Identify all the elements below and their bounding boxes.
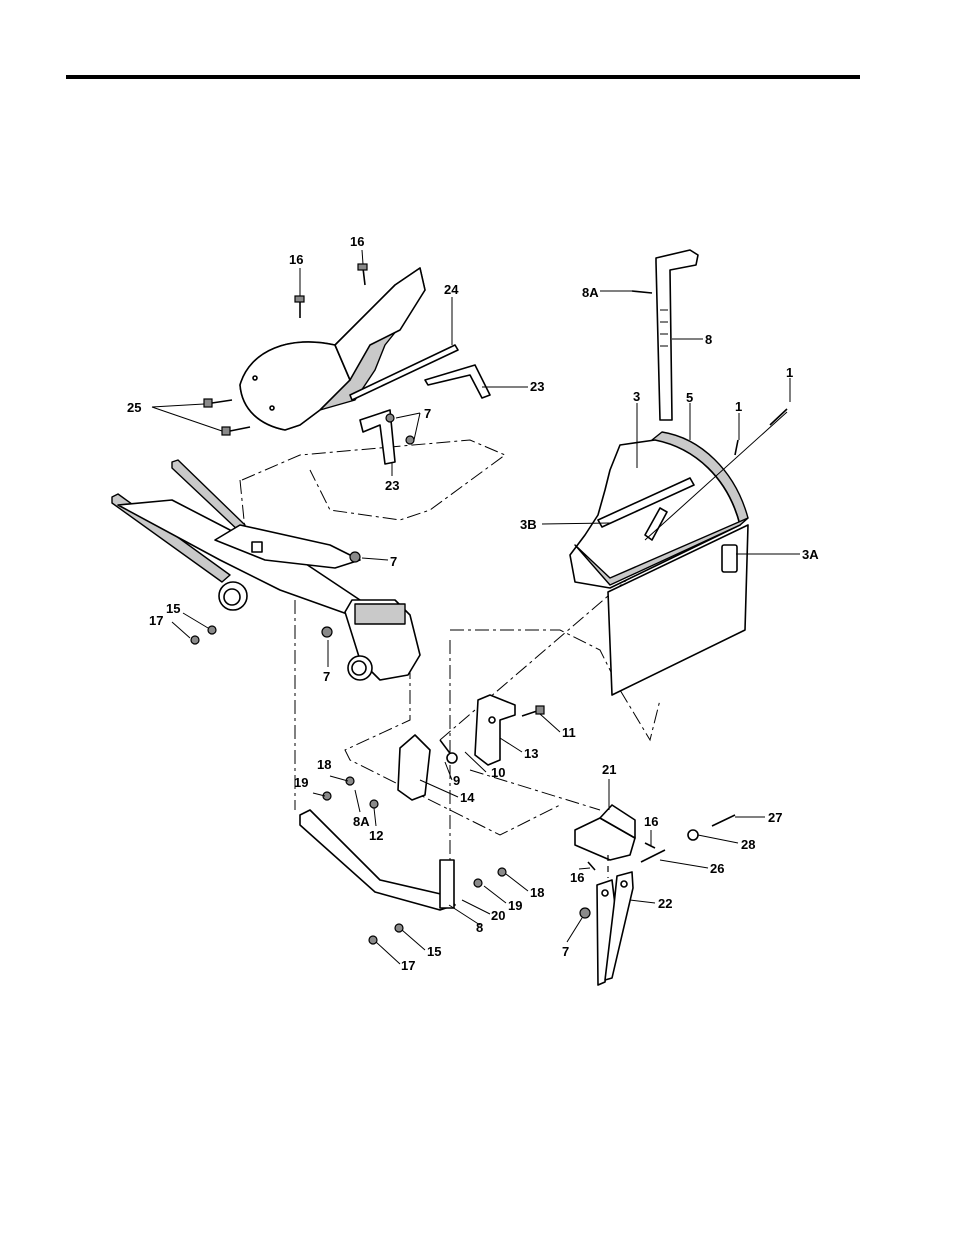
callout-11: 11 xyxy=(562,725,576,740)
callout-9: 9 xyxy=(453,773,460,788)
callout-1: 1 xyxy=(786,365,793,380)
callout-13: 13 xyxy=(524,746,538,761)
tine-shield-face xyxy=(240,342,350,430)
screw-25 xyxy=(230,427,250,431)
nut-17 xyxy=(191,636,199,644)
callout-28: 28 xyxy=(741,837,755,852)
screw-1 xyxy=(735,440,738,455)
callout-16: 16 xyxy=(289,252,303,267)
screw-16-head xyxy=(295,296,304,302)
nut-7 xyxy=(386,414,394,422)
callout-7: 7 xyxy=(390,554,397,569)
bracket-13-hole xyxy=(489,717,495,723)
axle-hub-right-bore xyxy=(352,661,366,675)
callout-8: 8 xyxy=(476,920,483,935)
nut-7 xyxy=(406,436,414,444)
bolt-18 xyxy=(498,868,506,876)
callout-5: 5 xyxy=(686,390,693,405)
depth-rod-8 xyxy=(440,860,454,908)
callout-17: 17 xyxy=(149,613,163,628)
callout-10: 10 xyxy=(491,765,505,780)
callout-3A: 3A xyxy=(802,547,819,562)
nut-15 xyxy=(208,626,216,634)
callout-1: 1 xyxy=(735,399,742,414)
washer-28 xyxy=(688,830,698,840)
screw-1 xyxy=(770,409,787,425)
screw-25-head xyxy=(204,399,212,407)
callout-7: 7 xyxy=(424,406,431,421)
screw-27 xyxy=(712,815,735,826)
callout-14: 14 xyxy=(460,790,475,805)
tine-hood-assembly xyxy=(570,409,787,695)
phantom-shield-outline xyxy=(242,440,505,520)
frame-assembly xyxy=(112,460,420,680)
bracket-14 xyxy=(398,735,430,800)
screw-25 xyxy=(212,400,232,403)
shield-hole xyxy=(253,376,257,380)
callout-17: 17 xyxy=(401,958,415,973)
callout-23: 23 xyxy=(385,478,399,493)
callout-15: 15 xyxy=(166,601,180,616)
callout-18: 18 xyxy=(530,885,544,900)
callout-27: 27 xyxy=(768,810,782,825)
nut-12 xyxy=(370,800,378,808)
callout-7: 7 xyxy=(562,944,569,959)
decal-3A xyxy=(722,545,737,572)
callout-8A: 8A xyxy=(353,814,370,829)
callout-16: 16 xyxy=(570,870,584,885)
stake-hole xyxy=(621,881,627,887)
callout-12: 12 xyxy=(369,828,383,843)
handle-rod-20 xyxy=(300,810,455,910)
callout-19: 19 xyxy=(294,775,308,790)
shield-bracket-23-right xyxy=(425,365,490,398)
callout-25: 25 xyxy=(127,400,141,415)
callout-16: 16 xyxy=(350,234,364,249)
callout-16: 16 xyxy=(644,814,658,829)
tine-shield-flap xyxy=(335,268,425,380)
callout-26: 26 xyxy=(710,861,724,876)
stake-hole xyxy=(602,890,608,896)
callout-21: 21 xyxy=(602,762,616,777)
axle-hub-left-bore xyxy=(224,589,240,605)
screw-25-head xyxy=(222,427,230,435)
callout-3B: 3B xyxy=(520,517,537,532)
bolt-11-head xyxy=(536,706,544,714)
screw-16 xyxy=(588,862,595,870)
nut-15 xyxy=(395,924,403,932)
pin-19 xyxy=(474,879,482,887)
callout-19: 19 xyxy=(508,898,522,913)
nut-7 xyxy=(322,627,332,637)
callout-8: 8 xyxy=(705,332,712,347)
callout-15: 15 xyxy=(427,944,441,959)
callout-24: 24 xyxy=(444,282,459,297)
phantom-outlines xyxy=(240,440,660,870)
pin-8A xyxy=(632,291,652,293)
screw-16 xyxy=(645,843,655,848)
nut-17 xyxy=(369,936,377,944)
callout-7: 7 xyxy=(323,669,330,684)
washer-10 xyxy=(447,753,457,763)
frame-block xyxy=(252,542,262,552)
shield-hole xyxy=(270,406,274,410)
callout-3: 3 xyxy=(633,389,640,404)
depth-stake-assembly xyxy=(575,805,735,985)
nut-7 xyxy=(580,908,590,918)
bracket-13 xyxy=(475,695,515,765)
callout-8A: 8A xyxy=(582,285,599,300)
callout-22: 22 xyxy=(658,896,672,911)
screw-16-head xyxy=(358,264,367,270)
phantom-lower-link xyxy=(470,770,600,810)
gear-housing-top xyxy=(355,604,405,624)
callout-23: 23 xyxy=(530,379,544,394)
callout-20: 20 xyxy=(491,908,505,923)
callout-18: 18 xyxy=(317,757,331,772)
nut-7 xyxy=(350,552,360,562)
